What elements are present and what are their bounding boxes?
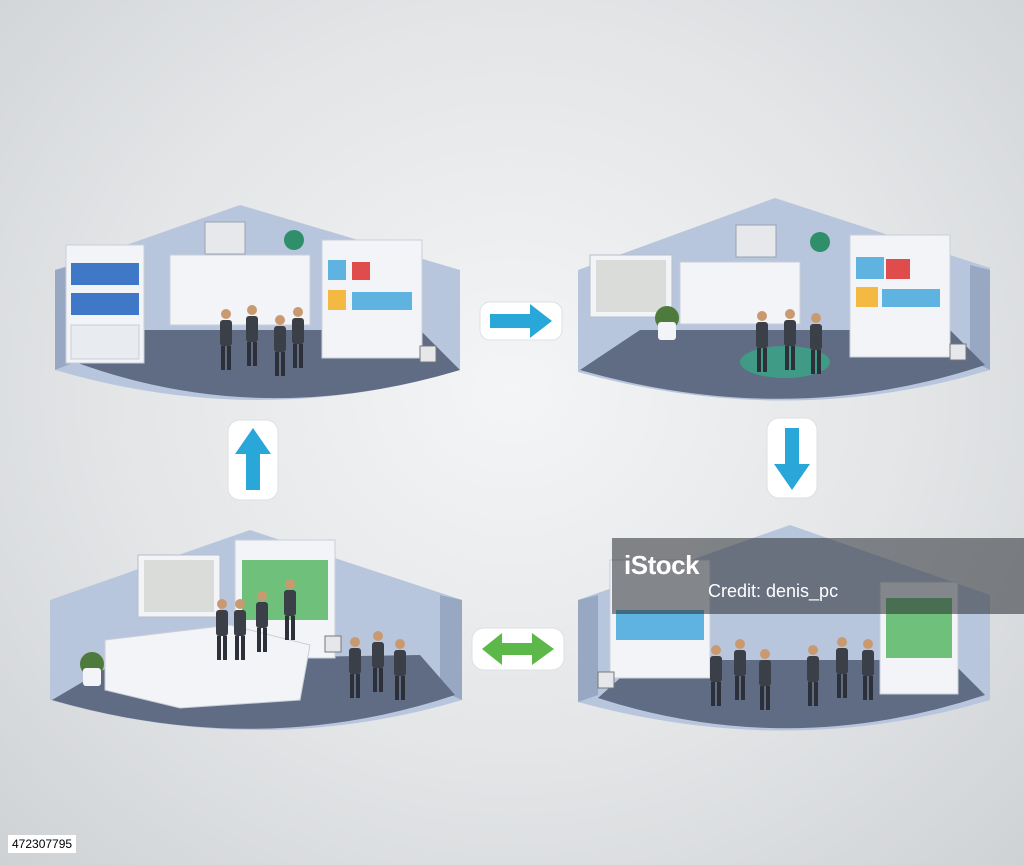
arrow-down-icon: [766, 417, 818, 499]
arrow-double-icon: [471, 627, 565, 671]
watermark-credit: Credit: denis_pc: [708, 581, 839, 601]
arrow-up-icon: [227, 419, 279, 501]
image-id-label: 472307795: [8, 835, 77, 853]
watermark-overlay: iStock Credit: denis_pc: [612, 538, 1024, 614]
office-room-top-left: [55, 205, 460, 400]
watermark-logo: iStock: [624, 550, 700, 580]
office-room-top-right: [578, 198, 990, 401]
arrow-right-icon: [479, 301, 563, 341]
office-room-bottom-left: [50, 530, 462, 730]
